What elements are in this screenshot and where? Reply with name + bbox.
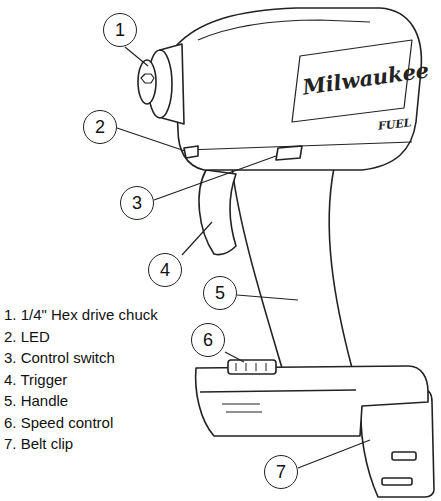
housing-line — [198, 20, 370, 40]
base-shape — [196, 366, 428, 436]
speed-control-shape — [228, 360, 276, 374]
led-shape — [184, 146, 198, 158]
head-housing — [176, 8, 421, 170]
callout-number: 2 — [95, 118, 105, 136]
leader-line — [225, 352, 244, 362]
leader-line — [154, 156, 276, 200]
callout-circle: 7 — [264, 455, 298, 489]
part-name: 4. Trigger — [4, 371, 161, 388]
chuck-nose — [138, 60, 156, 104]
speed-control-marks — [236, 363, 266, 371]
callout-number: 3 — [132, 194, 142, 212]
part-name: 3. Control switch — [4, 349, 161, 366]
trigger-shape — [199, 170, 236, 255]
part-name: 1. 1/4" Hex drive chuck — [4, 306, 161, 323]
part-name: 2. LED — [4, 328, 161, 345]
leader-line — [298, 440, 370, 468]
handle-shape — [232, 168, 352, 368]
callout-number: 7 — [276, 463, 286, 481]
control-switch-shape — [276, 146, 302, 160]
leader-line — [125, 47, 148, 66]
leader-line — [182, 222, 212, 255]
clip-slot — [382, 478, 412, 485]
part-name: 5. Handle — [4, 392, 161, 409]
callout-number: 6 — [203, 331, 213, 349]
callout-circle: 4 — [148, 253, 182, 287]
callout-circle: 1 — [103, 13, 137, 47]
callout-number: 5 — [215, 284, 225, 302]
parts-list: 1. 1/4" Hex drive chuck 2. LED 3. Control … — [4, 306, 174, 457]
callout-number: 4 — [160, 261, 170, 279]
callout-circle: 3 — [120, 186, 154, 220]
callout-circle: 6 — [191, 323, 225, 357]
part-name: 7. Belt clip — [4, 435, 161, 452]
part-name: 6. Speed control — [4, 414, 161, 431]
callout-circle: 5 — [203, 276, 237, 310]
base-line — [200, 390, 356, 392]
clip-slot — [392, 452, 416, 460]
hex-socket — [141, 74, 154, 83]
base-vents — [222, 404, 262, 412]
callout-number: 1 — [115, 21, 125, 39]
leader-line — [117, 128, 185, 151]
callout-circle: 2 — [83, 110, 117, 144]
leader-line — [237, 295, 298, 300]
